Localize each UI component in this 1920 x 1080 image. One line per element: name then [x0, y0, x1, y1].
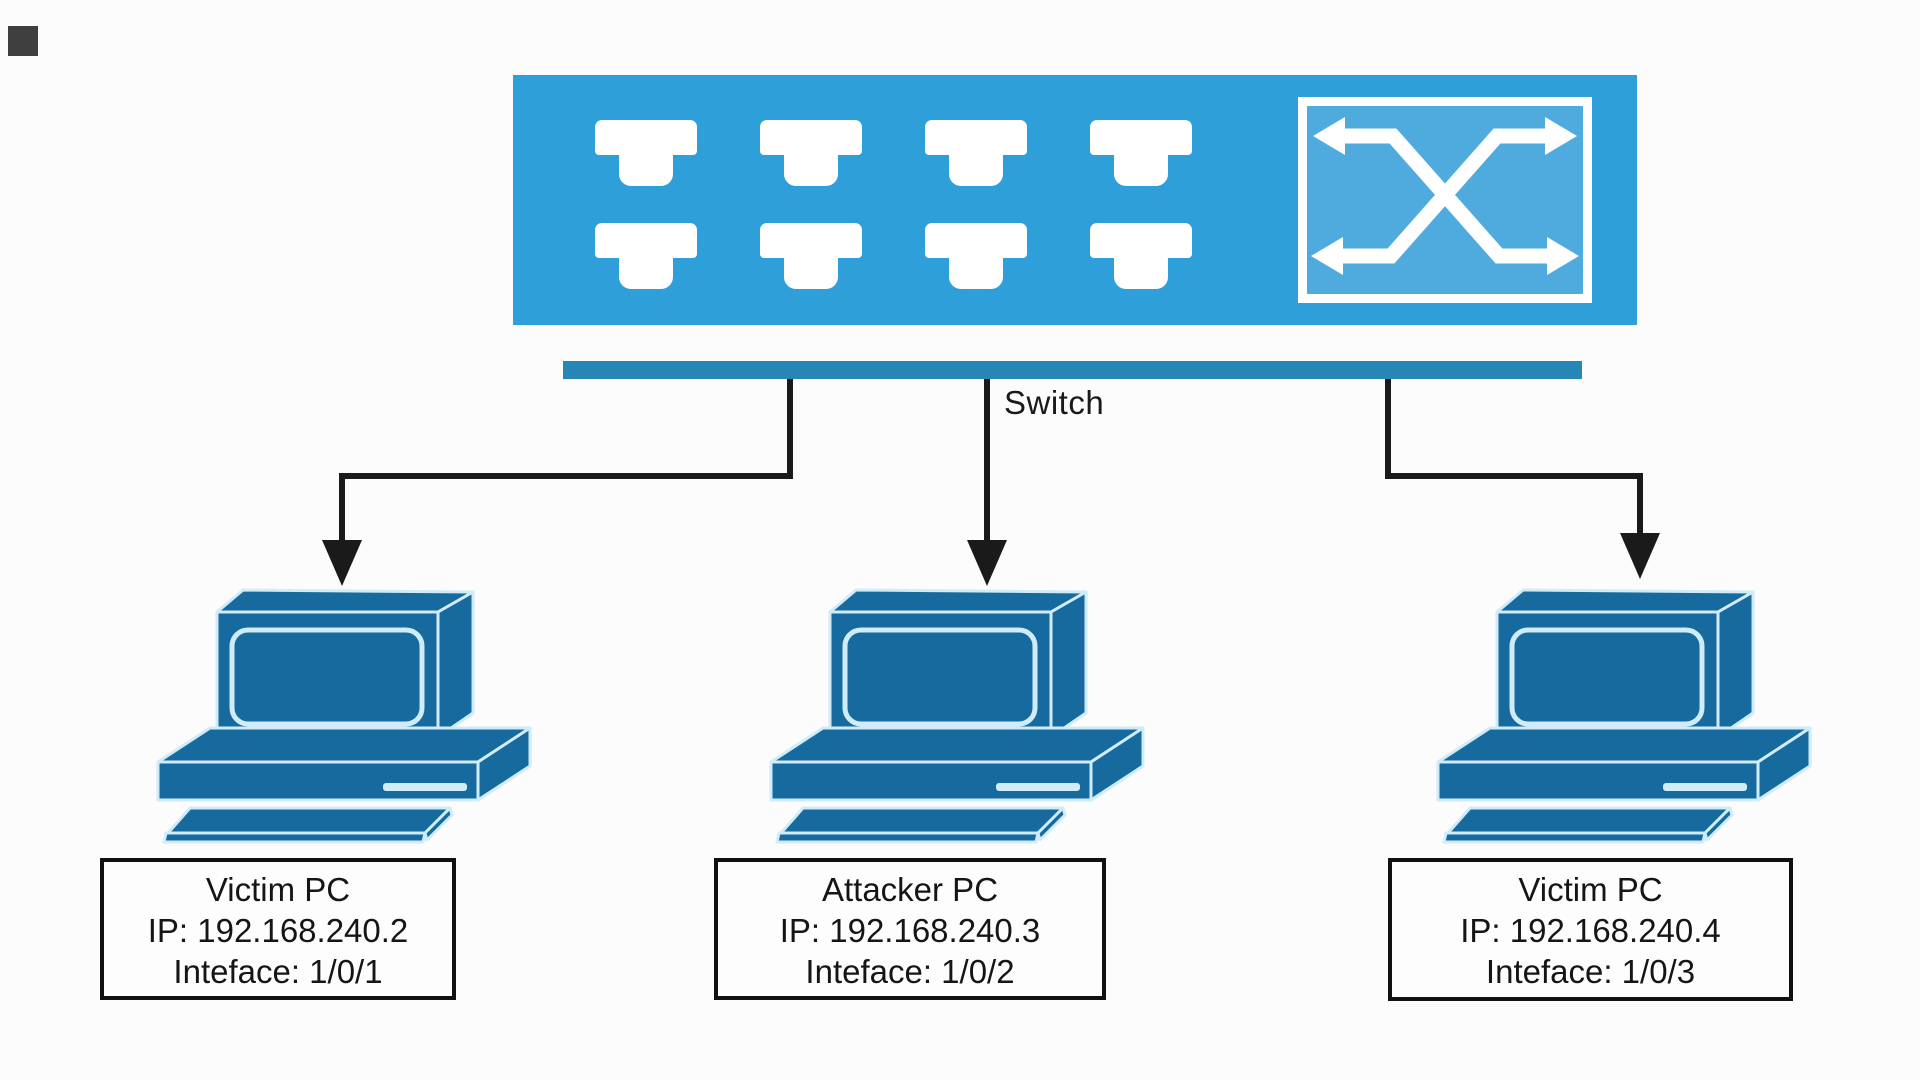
node-name: Attacker PC: [821, 871, 999, 908]
crossing-arrows-switch-icon: [1298, 97, 1592, 303]
victim-pc-1-icon: [152, 586, 532, 848]
node-name: Victim PC: [205, 871, 351, 908]
node-interface: Inteface: 1/0/3: [1485, 953, 1696, 990]
node-label-box: Attacker PC IP: 192.168.240.3 Inteface: …: [714, 858, 1106, 1000]
screenshot-corner-artifact: [8, 26, 38, 56]
ethernet-port-icon: [1090, 120, 1192, 186]
attacker-pc-icon: [765, 586, 1145, 848]
node-interface: Inteface: 1/0/2: [805, 953, 1015, 990]
ethernet-port-icon: [1090, 223, 1192, 289]
node-label-box: Victim PC IP: 192.168.240.2 Inteface: 1/…: [100, 858, 456, 1000]
ethernet-port-icon: [595, 223, 697, 289]
victim-pc-2-icon: [1432, 586, 1812, 848]
node-interface: Inteface: 1/0/1: [173, 953, 383, 990]
switch-label: Switch: [1004, 384, 1105, 421]
crossing-arrows-glyph: [1311, 117, 1579, 275]
node-label-box: Victim PC IP: 192.168.240.4 Inteface: 1/…: [1388, 858, 1793, 1001]
switch-bus-bar: [563, 361, 1582, 379]
ethernet-port-icon: [595, 120, 697, 186]
ethernet-port-icon: [760, 223, 862, 289]
ethernet-port-icon: [925, 120, 1027, 186]
node-ip: IP: 192.168.240.3: [779, 912, 1041, 949]
node-ip: IP: 192.168.240.2: [147, 912, 409, 949]
switch-device: [513, 75, 1637, 325]
node-name: Victim PC: [1518, 871, 1663, 908]
ethernet-port-icon: [925, 223, 1027, 289]
ethernet-port-icon: [760, 120, 862, 186]
node-ip: IP: 192.168.240.4: [1460, 912, 1721, 949]
